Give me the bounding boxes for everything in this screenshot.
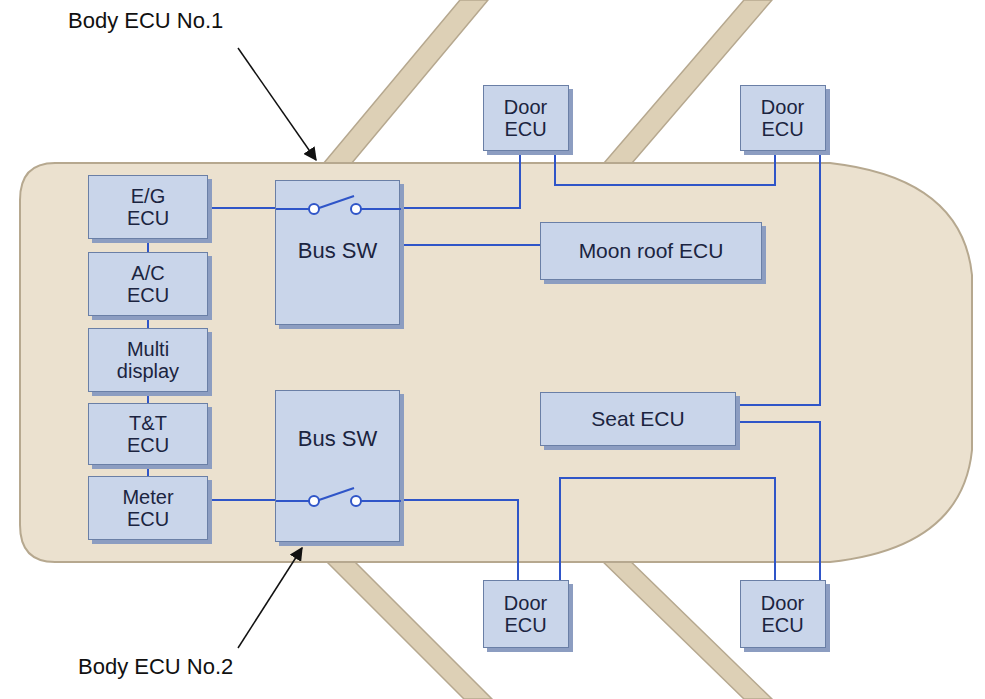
bus-switch-box: Bus SW [275, 180, 400, 325]
switch-part [351, 204, 361, 214]
ecu-box: E/G ECU [88, 175, 208, 239]
bus-switch-box: Bus SW [275, 390, 400, 542]
ecu-box: Multi display [88, 328, 208, 392]
switch-part [319, 196, 354, 208]
bus-wire [400, 500, 518, 580]
node-label: Door ECU [490, 96, 562, 140]
node-label: T&T ECU [111, 412, 185, 456]
switch-part [276, 208, 309, 210]
leader-arrow [238, 48, 316, 160]
bus-wire [208, 499, 275, 501]
bus-wire [736, 422, 820, 580]
ecu-box: Moon roof ECU [540, 222, 762, 280]
node-label: Door ECU [490, 592, 562, 636]
bus-wire [147, 316, 149, 328]
switch-part [351, 496, 361, 506]
door-ecu-box: Door ECU [740, 580, 826, 648]
node-label: Door ECU [747, 96, 819, 140]
callout-label: Body ECU No.1 [68, 8, 223, 34]
node-label: A/C ECU [111, 262, 185, 306]
switch-part [309, 496, 319, 506]
door-ecu-box: Door ECU [483, 85, 569, 151]
ecu-box: Meter ECU [88, 476, 208, 540]
node-label: Bus SW [298, 427, 377, 451]
bus-wire [400, 151, 520, 208]
door-ecu-box: Door ECU [483, 580, 569, 648]
node-label: Door ECU [747, 592, 819, 636]
node-label: E/G ECU [111, 185, 185, 229]
switch-part [361, 208, 401, 210]
bus-wire [147, 239, 149, 252]
callout-label: Body ECU No.2 [78, 654, 233, 680]
bus-wire [147, 392, 149, 403]
node-label: Meter ECU [111, 486, 185, 530]
node-label: Seat ECU [591, 407, 684, 430]
car-body [20, 163, 972, 562]
node-label: Multi display [111, 338, 185, 382]
bus-wire [555, 151, 775, 185]
ecu-box: A/C ECU [88, 252, 208, 316]
switch-part [361, 500, 401, 502]
bus-wire [400, 244, 540, 246]
pillar [318, 0, 488, 170]
node-label: Bus SW [298, 239, 377, 263]
switch-part [319, 488, 354, 500]
switch-part [276, 500, 309, 502]
node-label: Moon roof ECU [579, 239, 724, 262]
bus-wire [560, 478, 775, 580]
pillar [320, 555, 492, 699]
switch-symbol [276, 391, 401, 543]
door-ecu-box: Door ECU [740, 85, 826, 151]
ecu-box: Seat ECU [540, 392, 736, 446]
leader-arrow [238, 548, 302, 648]
bus-wire [147, 465, 149, 476]
bus-wire [208, 207, 275, 209]
ecu-box: T&T ECU [88, 403, 208, 465]
switch-part [309, 204, 319, 214]
